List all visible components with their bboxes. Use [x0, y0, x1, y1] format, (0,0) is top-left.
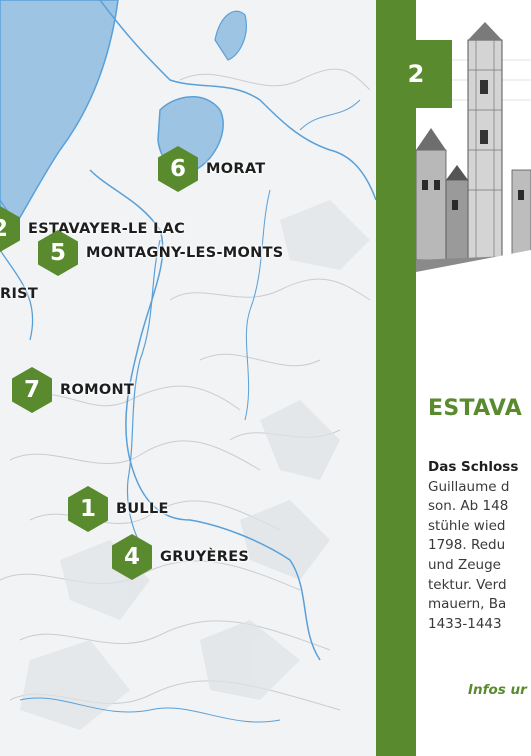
description-card: ESTAVA Das Schloss Guillaume d son. Ab 1… — [416, 300, 531, 756]
marker-number: 5 — [38, 230, 78, 276]
map-label-partial[interactable]: RIST — [0, 286, 39, 302]
relief-map[interactable]: 6 MORAT 2 ESTAVAYER-LE LAC 5 MONTAGNY-LE… — [0, 0, 376, 756]
map-marker-estavayer[interactable]: 2 ESTAVAYER-LE LAC — [0, 206, 185, 252]
map-marker-gruyeres[interactable]: 4 GRUYÈRES — [112, 534, 249, 580]
marker-label: MORAT — [206, 161, 266, 177]
body-line: stühle wied — [428, 517, 506, 534]
marker-label: MONTAGNY-LES-MONTS — [86, 245, 284, 261]
map-terrain — [0, 0, 376, 730]
body-line: Das Schloss — [428, 459, 519, 475]
marker-number: 1 — [68, 486, 108, 532]
map-marker-bulle[interactable]: 1 BULLE — [68, 486, 169, 532]
map-marker-montagny[interactable]: 5 MONTAGNY-LES-MONTS — [38, 230, 284, 276]
panel-number-box: 2 — [380, 40, 452, 108]
body-line: son. Ab 148 — [428, 498, 509, 515]
body-line: 1798. Redu — [428, 537, 506, 554]
panel-title: ESTAVA — [428, 396, 523, 421]
marker-label: ESTAVAYER-LE LAC — [28, 221, 186, 237]
castle-etching — [416, 22, 531, 300]
marker-label: GRUYÈRES — [160, 549, 250, 565]
map-marker-morat[interactable]: 6 MORAT — [158, 146, 265, 192]
body-line: mauern, Ba — [428, 596, 507, 613]
body-line: tektur. Verd — [428, 576, 507, 593]
green-divider — [376, 0, 416, 756]
description-text: Das Schloss Guillaume d son. Ab 148 stüh… — [428, 458, 531, 634]
marker-label: BULLE — [116, 501, 169, 517]
info-link[interactable]: Infos ur — [468, 682, 527, 698]
marker-number: 4 — [112, 534, 152, 580]
map-marker-romont[interactable]: 7 ROMONT — [12, 367, 134, 413]
body-line: 1433-1443 — [428, 615, 502, 632]
marker-number: 2 — [0, 206, 20, 252]
marker-label: ROMONT — [60, 382, 135, 398]
marker-number: 7 — [12, 367, 52, 413]
body-line: und Zeuge — [428, 556, 501, 573]
body-line: Guillaume d — [428, 478, 510, 495]
marker-number: 6 — [158, 146, 198, 192]
